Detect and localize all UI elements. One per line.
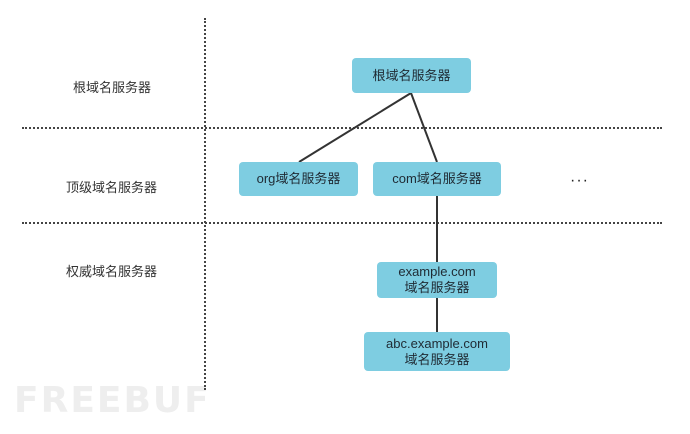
- vertical-divider: [204, 18, 206, 390]
- tier-label-tld: 顶级域名服务器: [66, 180, 158, 195]
- node-org-label: org域名服务器: [256, 171, 341, 186]
- tier-divider-2: [22, 222, 662, 224]
- node-com-server: com域名服务器: [373, 162, 501, 196]
- node-org-server: org域名服务器: [239, 162, 358, 196]
- node-example-line2: 域名服务器: [404, 280, 470, 295]
- node-root-label: 根域名服务器: [372, 67, 451, 83]
- node-root-server: 根域名服务器: [352, 58, 471, 93]
- tier-divider-1: [22, 127, 662, 129]
- node-com-label: com域名服务器: [392, 171, 482, 186]
- more-servers-ellipsis: ···: [570, 172, 589, 189]
- edge-root-org: [298, 92, 412, 163]
- node-example-line1: example.com: [398, 264, 476, 279]
- watermark: FREEBUF: [14, 380, 211, 421]
- tier-label-authoritative: 权威域名服务器: [66, 264, 158, 279]
- node-abc-line1: abc.example.com: [386, 335, 488, 351]
- edge-root-com: [410, 92, 438, 163]
- tier-label-root: 根域名服务器: [73, 80, 152, 95]
- node-abc-line2: 域名服务器: [404, 351, 470, 367]
- node-abc-server: abc.example.com 域名服务器: [364, 332, 510, 371]
- node-example-server: example.com 域名服务器: [377, 262, 497, 298]
